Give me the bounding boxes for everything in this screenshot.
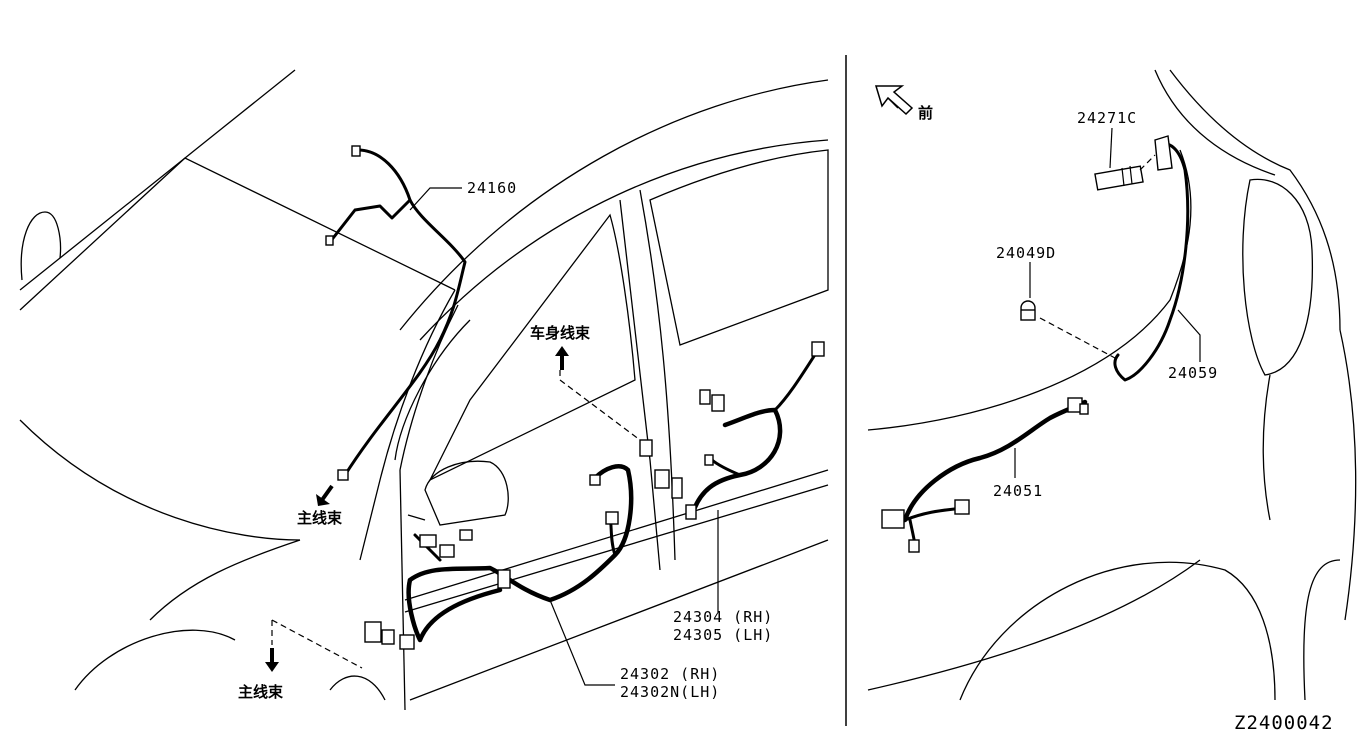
- left-dashed-guides: [271, 370, 641, 669]
- right-panel-car-body: [867, 69, 1357, 701]
- note-front: 前: [918, 104, 933, 122]
- note-main-harness-2: 主线束: [238, 683, 284, 701]
- label-24160: 24160: [467, 179, 517, 197]
- label-24302: 24302 (RH): [620, 665, 720, 683]
- label-24059: 24059: [1168, 364, 1218, 382]
- front-direction-arrow-icon: [874, 85, 914, 116]
- label-24304: 24304 (RH): [673, 608, 773, 626]
- label-24049d: 24049D: [996, 244, 1056, 262]
- note-main-harness-1: 主线束: [297, 509, 343, 527]
- label-24305: 24305 (LH): [673, 626, 773, 644]
- label-24302n: 24302N(LH): [620, 683, 720, 701]
- label-24271c: 24271C: [1077, 109, 1137, 127]
- label-24051: 24051: [993, 482, 1043, 500]
- left-leader-lines: [409, 187, 719, 686]
- down-arrow-icon: [316, 484, 334, 506]
- reference-code: Z2400042: [1234, 712, 1334, 734]
- harness-24304: [685, 341, 825, 520]
- harness-24302: [364, 439, 683, 650]
- part-24049d: [1020, 262, 1116, 359]
- harness-24051: [881, 397, 1089, 553]
- up-arrow-icon: [555, 346, 569, 370]
- part-24271c: [1094, 127, 1156, 191]
- note-body-harness: 车身线束: [530, 324, 591, 342]
- harness-24059: [1113, 135, 1201, 382]
- harness-24160: [325, 145, 467, 481]
- down-arrow-icon: [265, 648, 279, 672]
- left-panel-car-body: [19, 69, 829, 711]
